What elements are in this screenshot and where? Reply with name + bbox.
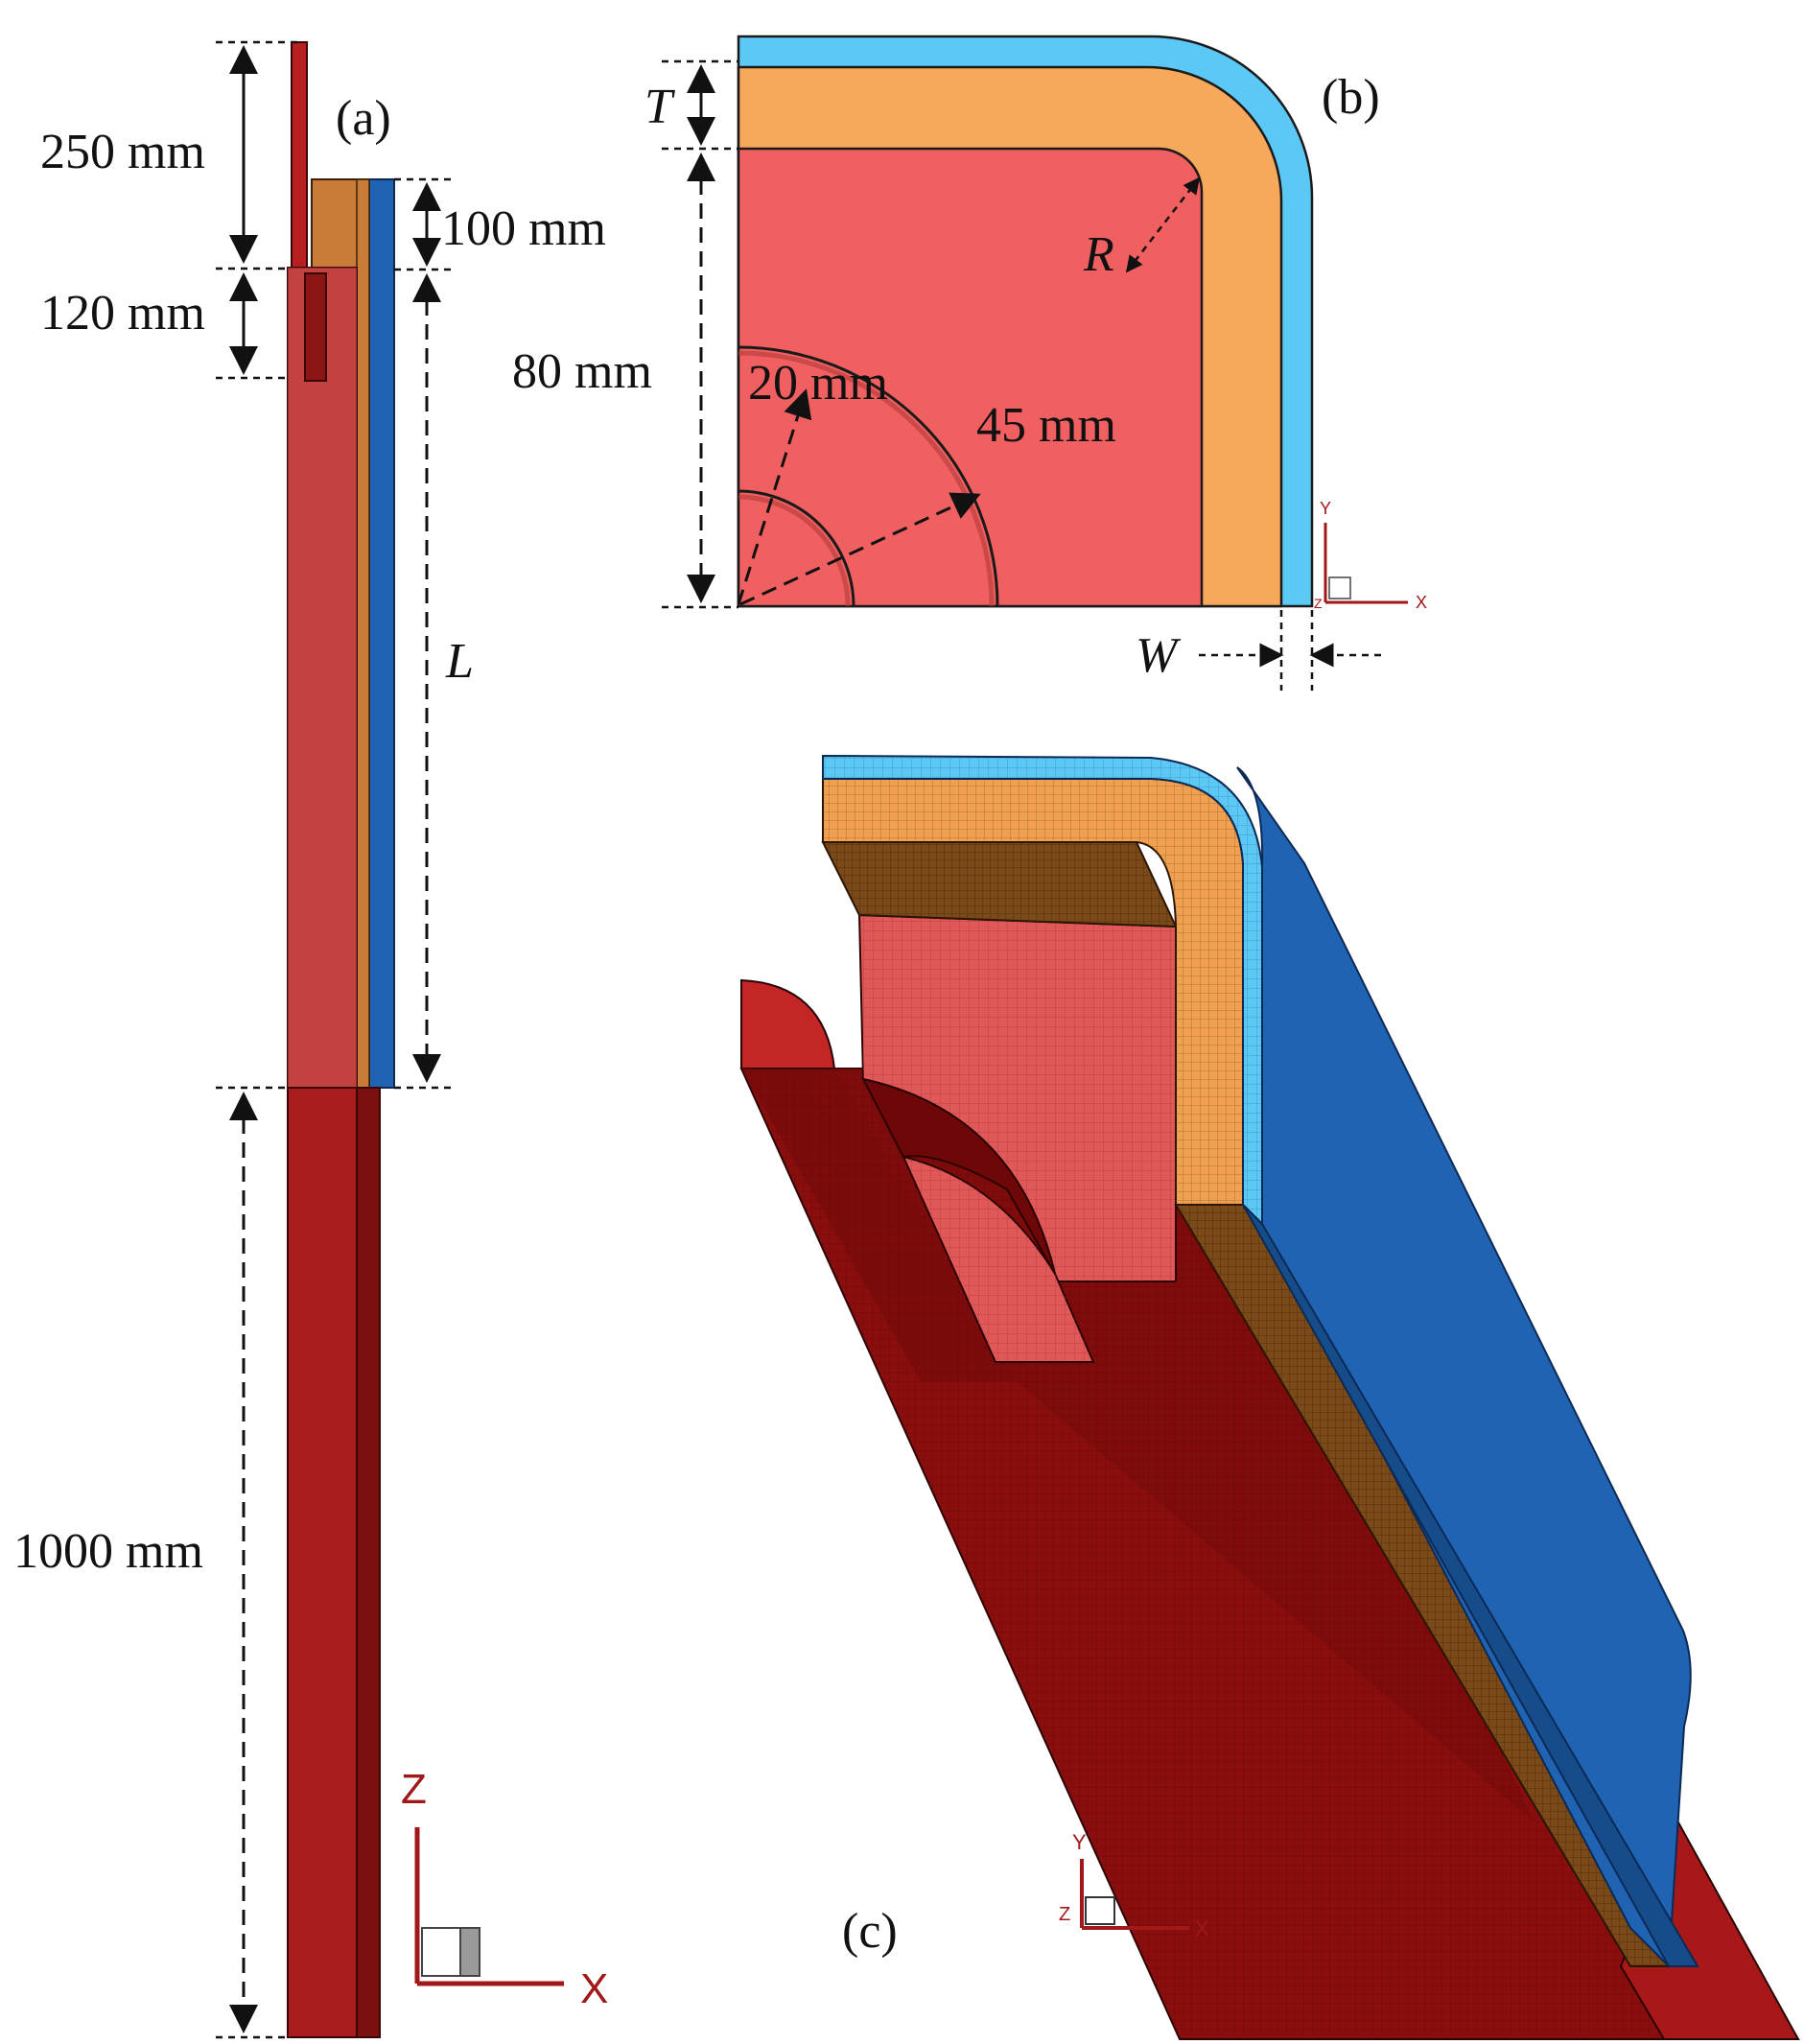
panel-a: 250 mm 120 mm 100 mm L 1000 mm (a) Z X: [13, 40, 608, 2039]
dim-R: R: [1083, 227, 1114, 282]
steel-lip-3d: [740, 978, 836, 1069]
embedded-bar: [304, 272, 327, 382]
dim-L: L: [445, 634, 474, 689]
dim-20: 20 mm: [748, 356, 888, 411]
axis-triad-c: Y X Z: [1059, 1830, 1209, 1940]
panel-c-tag: (c): [842, 1904, 898, 1959]
axis-x-label-b: X: [1416, 593, 1427, 612]
arc-20mm: [738, 489, 855, 607]
dim-W: W: [1136, 628, 1182, 683]
panel-c: (c) Y X Z: [739, 754, 1800, 2040]
axis-y-label-c: Y: [1072, 1830, 1087, 1854]
dim-45: 45 mm: [976, 398, 1116, 453]
dim-80: 80 mm: [512, 344, 652, 399]
steel-bar-bottom: [287, 1087, 358, 2038]
axis-z-label-a: Z: [401, 1766, 427, 1813]
arc-45mm: [738, 345, 999, 607]
dim-250: 250 mm: [40, 125, 205, 179]
panel-a-tag: (a): [336, 91, 391, 146]
axis-x-label-c: X: [1195, 1916, 1209, 1940]
frp-face-3d: [1236, 766, 1692, 1969]
panel-b: T 80 mm 20 mm 45 mm R W (b) Y X Z: [512, 35, 1427, 691]
axis-triad-b: Y X Z: [1314, 499, 1427, 612]
grout-layer: [356, 178, 370, 1089]
panel-b-tag: (b): [1322, 70, 1380, 125]
dim-120: 120 mm: [40, 286, 205, 341]
dim-T: T: [644, 80, 675, 134]
dim-1000: 1000 mm: [13, 1524, 203, 1579]
axis-triad-a: Z X: [401, 1766, 608, 2012]
dim-100: 100 mm: [441, 201, 606, 256]
axis-x-label-a: X: [580, 1965, 608, 2012]
axis-z-label-c: Z: [1059, 1904, 1070, 1925]
frp-strip: [368, 178, 395, 1089]
axis-y-label-b: Y: [1320, 499, 1331, 518]
concrete-section: [737, 147, 1204, 608]
axis-z-label-b: Z: [1314, 596, 1323, 611]
